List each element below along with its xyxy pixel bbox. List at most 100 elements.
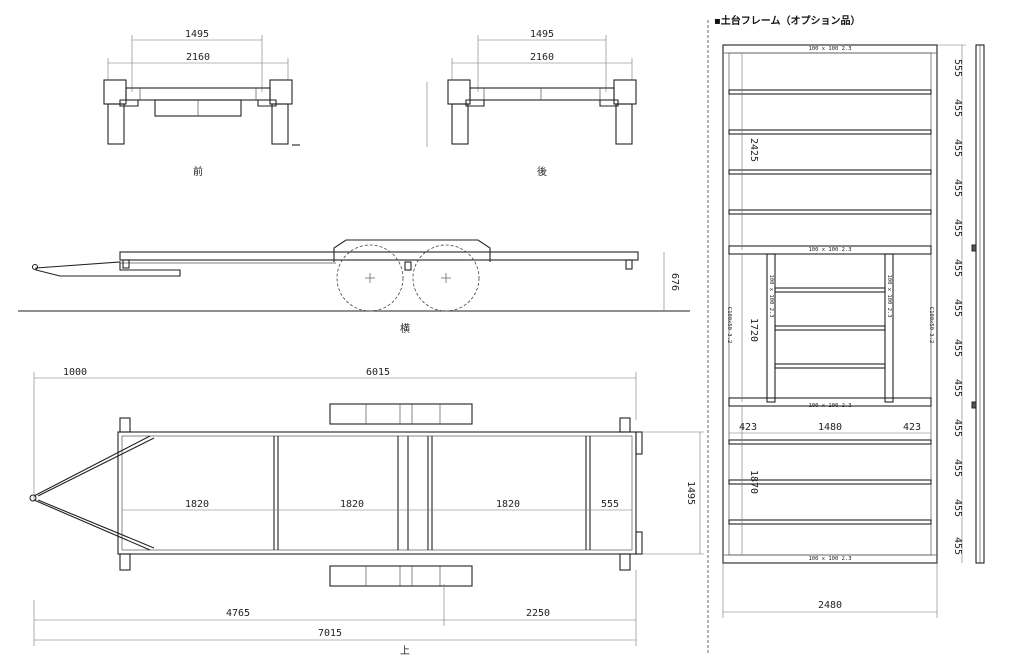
- tongue-length: 1000: [63, 367, 87, 378]
- crossbar: [728, 89, 932, 95]
- center-width: 1480: [818, 422, 842, 433]
- spacing-7: 455: [952, 339, 963, 357]
- span-1: 1820: [185, 499, 209, 510]
- side-view: 676 横: [18, 239, 690, 335]
- spacing-3: 455: [952, 179, 963, 197]
- deck: [125, 87, 271, 101]
- front-outer-width: 2160: [186, 52, 210, 63]
- spacing-11: 455: [952, 499, 963, 517]
- stand: [122, 259, 130, 269]
- wheel-front: [336, 244, 404, 312]
- top-width: 1495: [685, 481, 696, 505]
- spacing-8: 455: [952, 379, 963, 397]
- inner-member-left: 100 x 100 2.3: [768, 274, 774, 317]
- right-member-label: C100x50 3.2: [928, 307, 934, 343]
- deck-side: [119, 251, 639, 261]
- fender-top-b: [329, 565, 473, 587]
- corner-post: [119, 553, 131, 571]
- spacing-5: 455: [952, 259, 963, 277]
- spacing-9: 455: [952, 419, 963, 437]
- main-frame: [117, 431, 637, 555]
- profile-tab: [971, 244, 977, 252]
- side-view-caption: 横: [400, 322, 410, 335]
- inner-bar: [774, 287, 886, 293]
- right-offset: 423: [903, 422, 921, 433]
- tire-right: [271, 103, 289, 145]
- crossbar: [728, 519, 932, 525]
- frame-outer: [722, 44, 938, 564]
- rear-inner-width: 1495: [530, 29, 554, 40]
- frame-lower-height: 1870: [748, 470, 759, 494]
- member-label-top: 100 x 100 2.3: [808, 46, 851, 52]
- member-label-mid-top: 100 x 100 2.3: [808, 247, 851, 253]
- wheel-rear: [412, 244, 480, 312]
- spacing-first: 555: [952, 59, 963, 77]
- mid-bar-top: [728, 245, 932, 255]
- step-left: [119, 99, 139, 107]
- front-inner-width: 1495: [185, 29, 209, 40]
- frame-title: ▪土台フレーム（オプション品）: [714, 14, 860, 27]
- stand: [625, 259, 633, 270]
- inner-member-right: 100 x 100 2.3: [886, 274, 892, 317]
- hitch: [31, 263, 39, 271]
- corner-post: [619, 417, 631, 433]
- tail-length: 555: [601, 499, 619, 510]
- overall-length: 7015: [318, 628, 342, 639]
- profile-tab: [971, 401, 977, 409]
- crossbar: [728, 439, 932, 445]
- rear-outer-width: 2160: [530, 52, 554, 63]
- tire-right: [615, 103, 633, 145]
- front-to-axle: 4765: [226, 608, 250, 619]
- main-frame-inner: [121, 435, 633, 551]
- frame-length: 6015: [366, 367, 390, 378]
- tongue-top: [33, 435, 155, 551]
- step-left: [465, 99, 485, 107]
- front-view-caption: 前: [193, 165, 203, 178]
- member-label-mid-bottom: 100 x 100 2.3: [808, 403, 851, 409]
- span-3: 1820: [496, 499, 520, 510]
- hitch-top: [29, 494, 37, 502]
- spacing-12: 455: [952, 537, 963, 555]
- step-right: [599, 99, 619, 107]
- light: [635, 431, 643, 455]
- light: [635, 531, 643, 555]
- tire-left: [107, 103, 125, 145]
- rear-view: 1495 2160 後: [426, 29, 637, 178]
- fender-side: [333, 239, 491, 262]
- crossbar: [728, 209, 932, 215]
- frame-width: 2480: [818, 600, 842, 611]
- spacing-2: 455: [952, 139, 963, 157]
- top-view: 1000 6015: [29, 367, 704, 657]
- top-view-caption: 上: [400, 645, 410, 657]
- base-frame-view: ▪土台フレーム（オプション品） 100 x 100 2.3 100 x 100 …: [714, 14, 985, 618]
- stand: [404, 261, 412, 271]
- axle-to-rear: 2250: [526, 608, 550, 619]
- left-member-label: C100x50 3.2: [726, 307, 732, 343]
- tire-left: [451, 103, 469, 145]
- inner-bar: [774, 325, 886, 331]
- crossbar: [728, 129, 932, 135]
- deck: [469, 87, 615, 101]
- frame-height: 2425: [748, 138, 759, 162]
- frame-inner-height: 1720: [748, 318, 759, 342]
- fender-top-a: [329, 403, 473, 425]
- span-2: 1820: [340, 499, 364, 510]
- front-view: 1495 2160 前: [103, 29, 300, 178]
- side-height: 676: [669, 273, 680, 291]
- rear-view-caption: 後: [537, 165, 547, 178]
- crossbar: [728, 169, 932, 175]
- spacing-10: 455: [952, 459, 963, 477]
- tongue-side: [35, 261, 181, 277]
- spacing-6: 455: [952, 299, 963, 317]
- step-right: [257, 99, 277, 107]
- inner-bar: [774, 363, 886, 369]
- corner-post: [119, 417, 131, 433]
- spacing-1: 455: [952, 99, 963, 117]
- spacing-4: 455: [952, 219, 963, 237]
- corner-post: [619, 553, 631, 571]
- member-label-bottom: 100 x 100 2.3: [808, 556, 851, 562]
- mid-bar-bottom: [728, 397, 932, 407]
- left-offset: 423: [739, 422, 757, 433]
